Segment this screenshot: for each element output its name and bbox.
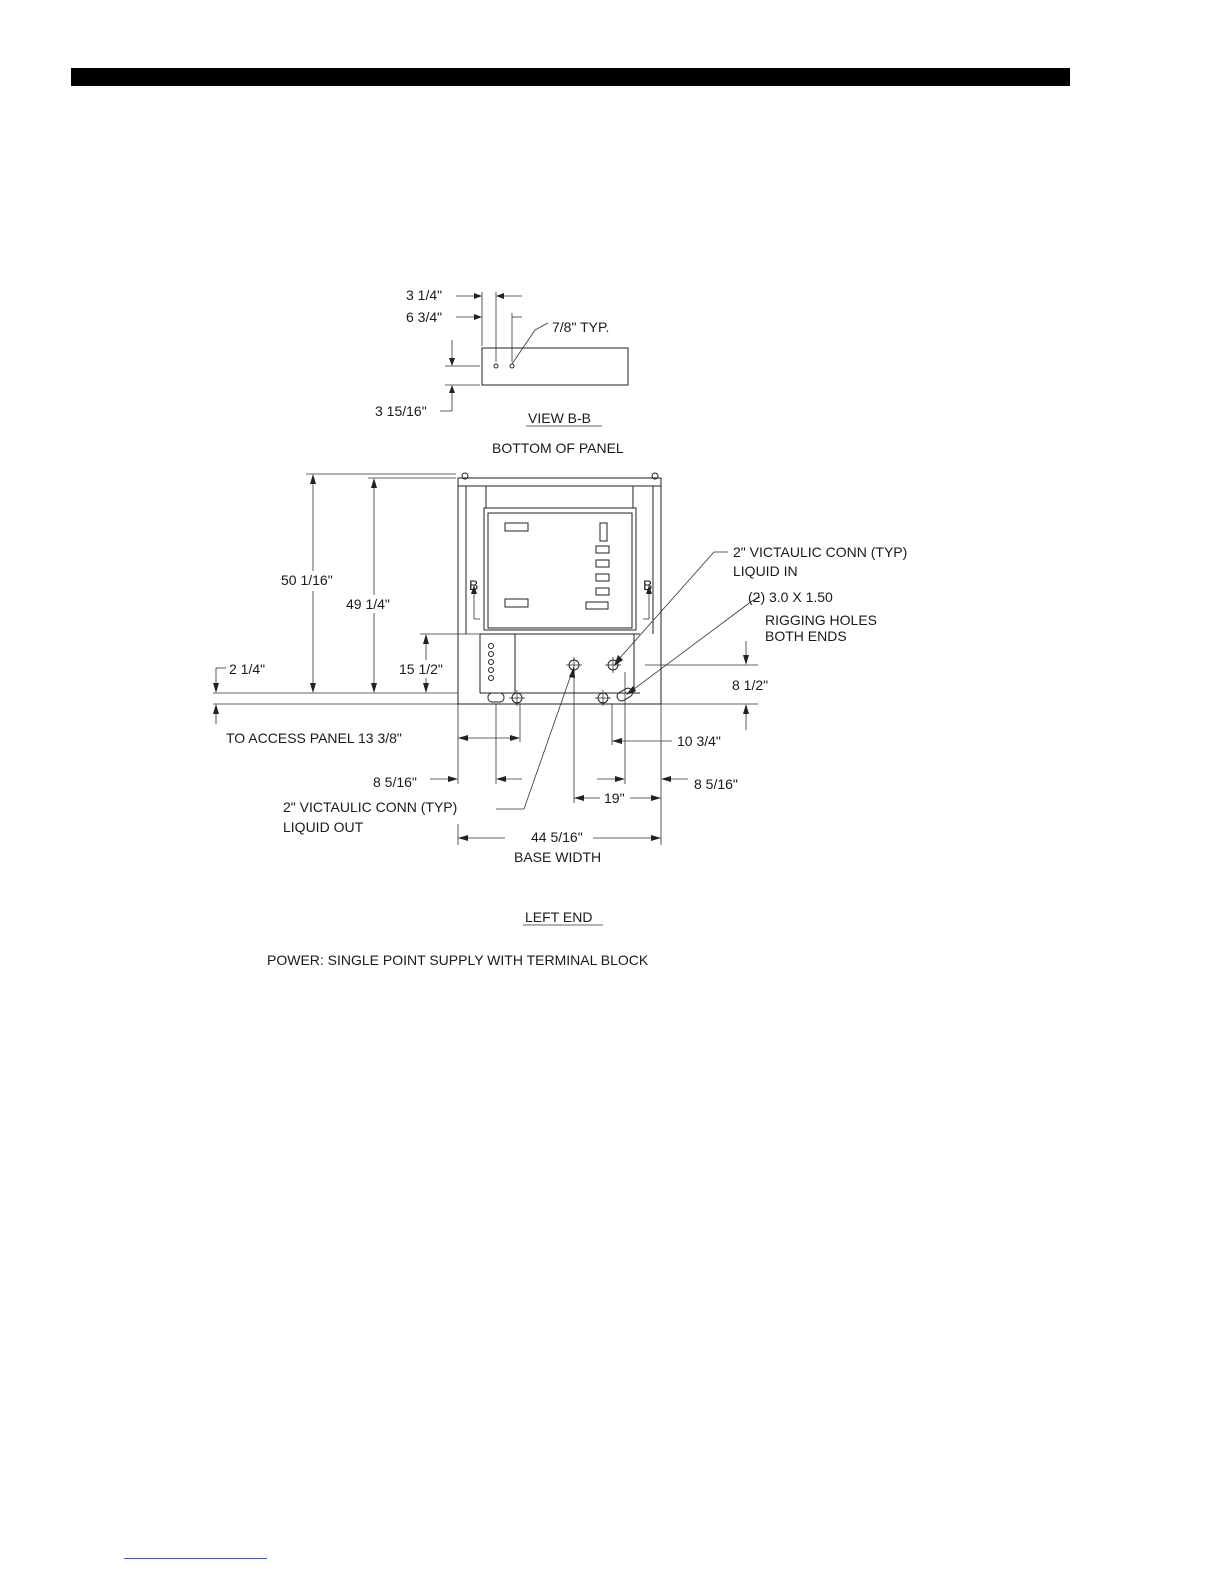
dim-8-1-2: 8 1/2" — [732, 677, 768, 693]
dim-2-1-4: 2 1/4" — [229, 661, 265, 677]
footer-rule — [124, 1558, 267, 1559]
conn-out-line1: 2" VICTAULIC CONN (TYP) — [283, 799, 457, 815]
dim-15-1-2: 15 1/2" — [399, 661, 443, 677]
dim-50-1-16: 50 1/16" — [281, 572, 333, 588]
panel-hole-1 — [493, 363, 499, 369]
section-mark-b-left: B — [469, 577, 478, 593]
dim-19: 19" — [604, 790, 625, 806]
dim-7-8-typ: 7/8" TYP. — [552, 319, 609, 335]
dim-access-panel: TO ACCESS PANEL 13 3/8" — [226, 730, 402, 746]
section-mark-b-right: B — [643, 577, 652, 593]
dim-6-3-4: 6 3/4" — [406, 309, 442, 325]
rigging-line2: RIGGING HOLES — [765, 612, 877, 628]
dim-3-15-16: 3 15/16" — [375, 403, 427, 419]
header-bar — [71, 68, 1070, 86]
unit-outline — [457, 477, 662, 705]
conn-in-line1: 2" VICTAULIC CONN (TYP) — [733, 544, 907, 560]
dim-8-5-16-right: 8 5/16" — [694, 776, 738, 792]
dim-base-width-value: 44 5/16" — [531, 829, 583, 845]
power-note: POWER: SINGLE POINT SUPPLY WITH TERMINAL… — [267, 952, 649, 968]
conn-out-line2: LIQUID OUT — [283, 819, 364, 835]
rigging-line1: (2) 3.0 X 1.50 — [748, 589, 833, 605]
view-bb-title: VIEW B-B — [528, 410, 591, 426]
control-panel — [483, 507, 637, 631]
dim-3-1-4: 3 1/4" — [406, 287, 442, 303]
view-bb-subtitle: BOTTOM OF PANEL — [492, 440, 624, 456]
panel-hole-2 — [509, 363, 515, 369]
dim-base-width-label: BASE WIDTH — [514, 849, 601, 865]
left-end-title: LEFT END — [525, 909, 592, 925]
panel-bottom-outline — [481, 347, 629, 386]
conn-in-line2: LIQUID IN — [733, 563, 798, 579]
dim-10-3-4: 10 3/4" — [677, 733, 721, 749]
rigging-line3: BOTH ENDS — [765, 628, 847, 644]
view-bb: 3 1/4" 6 3/4" 7/8" TYP. 3 15/16" VIEW B-… — [375, 287, 629, 456]
left-end-view: B B 50 1/16" 49 1/4" 15 1/2" 2 1/4 — [213, 472, 907, 926]
dim-49-1-4: 49 1/4" — [346, 596, 390, 612]
dim-8-5-16-left: 8 5/16" — [373, 774, 417, 790]
